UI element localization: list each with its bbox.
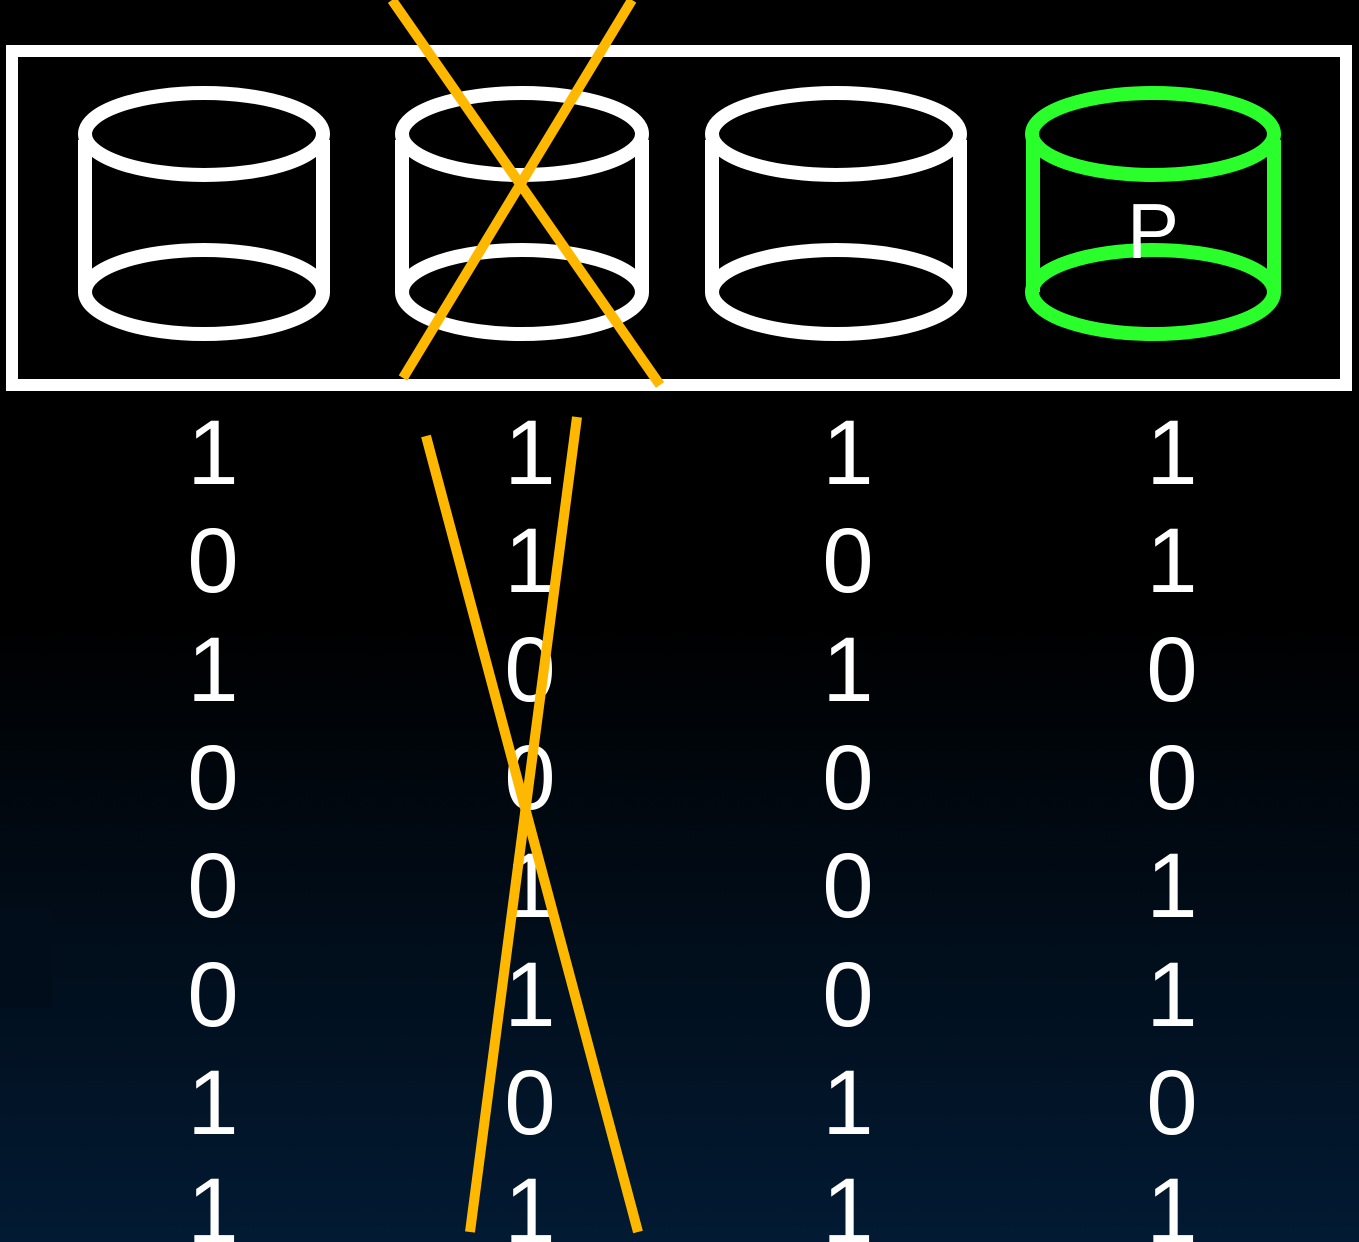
- bit-cell: 1: [1146, 1160, 1198, 1242]
- bit-cell: 1: [187, 1052, 239, 1154]
- bit-cell: 0: [187, 510, 239, 612]
- disk-3-icon: [705, 86, 967, 341]
- bit-cell: 0: [187, 727, 239, 829]
- disk-2-icon: [395, 86, 649, 341]
- bit-cell: 1: [504, 510, 556, 612]
- bit-cell: 0: [187, 944, 239, 1046]
- bit-cell: 1: [1146, 835, 1198, 937]
- bit-cell: 1: [187, 402, 239, 504]
- bit-cell: 1: [822, 619, 874, 721]
- bit-cell: 1: [822, 1160, 874, 1242]
- bit-cell: 1: [187, 619, 239, 721]
- bit-cell: 0: [1146, 727, 1198, 829]
- bit-cell: 0: [504, 1052, 556, 1154]
- bit-cell: 0: [1146, 1052, 1198, 1154]
- bit-cell: 0: [187, 835, 239, 937]
- bit-cell: 0: [504, 619, 556, 721]
- bit-cell: 1: [1146, 510, 1198, 612]
- bit-cell: 1: [1146, 402, 1198, 504]
- bit-cell: 1: [504, 1160, 556, 1242]
- bit-cell: 0: [822, 727, 874, 829]
- bit-cell: 0: [822, 510, 874, 612]
- bit-cell: 0: [1146, 619, 1198, 721]
- bit-cell: 1: [504, 944, 556, 1046]
- failed-disk-cross-icon: [387, 0, 665, 388]
- bit-cell: 0: [822, 944, 874, 1046]
- parity-disk-label: P: [1126, 187, 1180, 275]
- bit-cell: 1: [504, 402, 556, 504]
- disk-1-icon: [78, 86, 330, 341]
- bit-cell: 0: [822, 835, 874, 937]
- bit-cell: 1: [187, 1160, 239, 1242]
- bit-cell: 1: [504, 835, 556, 937]
- background-shadow-block: [0, 910, 52, 1008]
- bit-cell: 1: [822, 1052, 874, 1154]
- bit-cell: 1: [1146, 944, 1198, 1046]
- disk-array-frame: [6, 45, 1352, 391]
- bit-cell: 0: [504, 727, 556, 829]
- bit-cell: 1: [822, 402, 874, 504]
- parity-disk-icon: [1025, 86, 1281, 341]
